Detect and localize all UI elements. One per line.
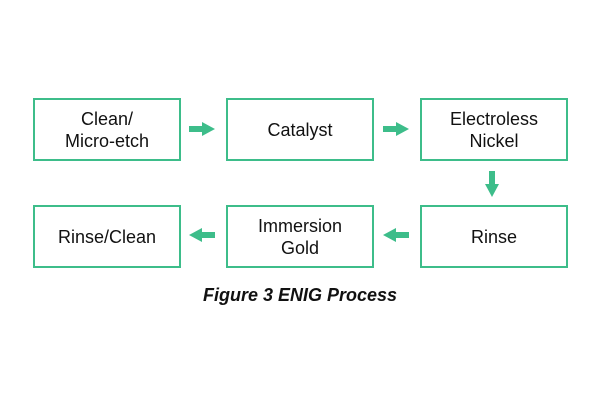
step-electroless-nickel: Electroless Nickel — [420, 98, 568, 161]
step-immersion-gold: Immersion Gold — [226, 205, 374, 268]
step-label: Rinse/Clean — [57, 226, 157, 247]
step-label: Rinse — [470, 226, 518, 247]
step-catalyst: Catalyst — [226, 98, 374, 161]
step-label: Catalyst — [267, 119, 333, 140]
step-rinse: Rinse — [420, 205, 568, 268]
step-label: Immersion Gold — [257, 215, 342, 258]
step-label: Electroless Nickel — [449, 108, 539, 151]
arrow-down-icon — [485, 171, 499, 197]
arrow-left-icon — [189, 228, 215, 242]
figure-caption: Figure 3 ENIG Process — [202, 285, 398, 305]
step-rinse-clean: Rinse/Clean — [33, 205, 181, 268]
arrow-left-icon — [383, 228, 409, 242]
step-clean-micro-etch: Clean/ Micro-etch — [33, 98, 181, 161]
arrow-right-icon — [383, 122, 409, 136]
step-label: Clean/ Micro-etch — [64, 108, 149, 151]
arrow-right-icon — [189, 122, 215, 136]
